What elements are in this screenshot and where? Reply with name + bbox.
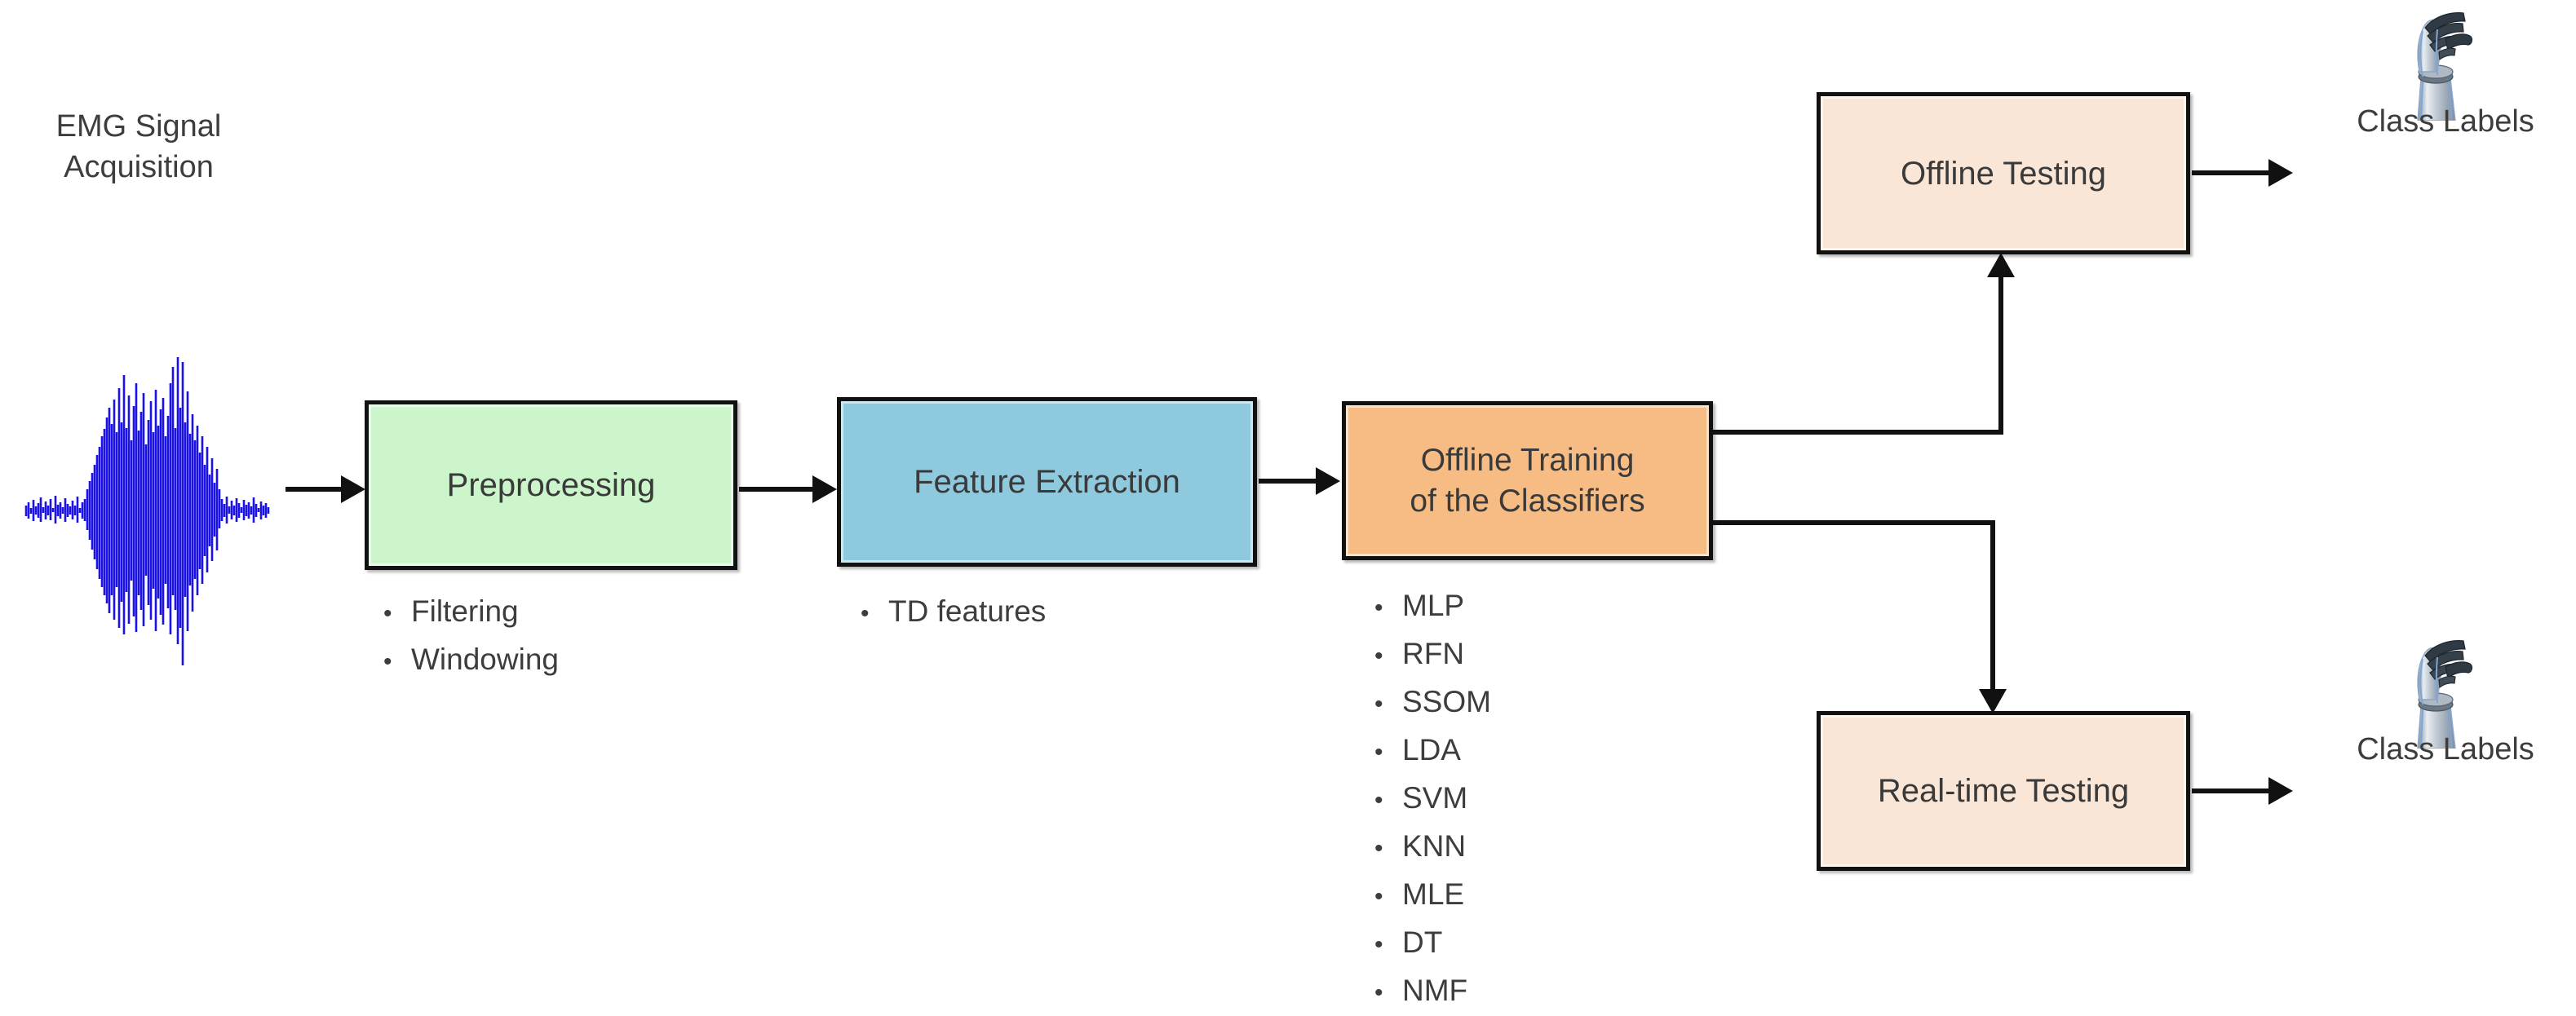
- prosthetic-hand-icon: [2380, 634, 2503, 749]
- stage-box-offline-testing[interactable]: Offline Testing: [1817, 92, 2190, 254]
- connector-realtime-testing-to-class-labels: [2192, 789, 2273, 793]
- bullet-label: Filtering: [411, 594, 519, 628]
- class-labels-text-realtime: Class Labels: [2357, 732, 2534, 766]
- list-item: • NMF: [1374, 968, 1701, 1016]
- list-item: • TD features: [861, 589, 1236, 637]
- connector-training-to-realtime-testing-horizontal: [1711, 520, 1995, 525]
- bullet-glyph: •: [861, 600, 870, 627]
- arrowhead-to-preprocessing: [341, 475, 365, 503]
- stage-label-feature-extraction: Feature Extraction: [841, 401, 1253, 563]
- bullet-glyph: •: [1374, 979, 1383, 1006]
- stage-box-offline-training[interactable]: Offline Training of the Classifiers: [1342, 401, 1713, 560]
- connector-preprocessing-to-feature-extraction: [739, 487, 817, 492]
- arrowhead-offline-class-labels: [2268, 159, 2293, 187]
- list-item: • MLP: [1374, 583, 1701, 631]
- stage-label-preprocessing: Preprocessing: [369, 404, 733, 566]
- stage-label-offline-testing: Offline Testing: [1821, 96, 2186, 250]
- bullet-label: DT: [1402, 925, 1443, 959]
- connector-training-to-realtime-testing-vertical: [1990, 520, 1995, 696]
- emg-waveform-icon: [23, 351, 276, 669]
- bullet-label: MLE: [1402, 877, 1465, 911]
- bullet-list-preprocessing: • Filtering • Windowing: [383, 589, 734, 685]
- connector-offline-testing-to-class-labels: [2192, 170, 2273, 175]
- connector-acquisition-to-preprocessing: [285, 487, 344, 492]
- bullet-glyph: •: [1374, 787, 1383, 814]
- connector-feature-extraction-to-offline-training: [1259, 479, 1319, 484]
- bullet-label: NMF: [1402, 974, 1468, 1007]
- bullet-glyph: •: [1374, 931, 1383, 958]
- bullet-list-feature-extraction: • TD features: [861, 589, 1236, 637]
- bullet-label: TD features: [888, 594, 1047, 628]
- stage-label-realtime-testing: Real-time Testing: [1821, 715, 2186, 867]
- arrowhead-to-realtime-testing: [1979, 689, 2007, 713]
- arrowhead-to-offline-training: [1316, 467, 1340, 495]
- bullet-label: RFN: [1402, 637, 1465, 670]
- bullet-list-classifiers: • MLP • RFN • SSOM • LDA • SVM • KNN • M…: [1374, 583, 1701, 1016]
- class-labels-text-offline: Class Labels: [2357, 104, 2534, 139]
- list-item: • DT: [1374, 920, 1701, 968]
- bullet-label: SVM: [1402, 781, 1468, 815]
- stage-box-feature-extraction[interactable]: Feature Extraction: [837, 397, 1257, 567]
- bullet-glyph: •: [1374, 594, 1383, 621]
- list-item: • LDA: [1374, 727, 1701, 775]
- bullet-glyph: •: [1374, 835, 1383, 862]
- list-item: • SSOM: [1374, 679, 1701, 727]
- connector-training-to-offline-testing-horizontal: [1711, 430, 2003, 435]
- bullet-label: Windowing: [411, 643, 559, 676]
- list-item: • RFN: [1374, 631, 1701, 679]
- list-item: • SVM: [1374, 775, 1701, 824]
- stage-box-realtime-testing[interactable]: Real-time Testing: [1817, 711, 2190, 871]
- connector-training-to-offline-testing-vertical: [1998, 273, 2003, 435]
- list-item: • KNN: [1374, 824, 1701, 872]
- bullet-label: KNN: [1402, 829, 1467, 863]
- bullet-glyph: •: [1374, 883, 1383, 910]
- arrowhead-to-feature-extraction: [812, 475, 837, 503]
- list-item: • Windowing: [383, 637, 734, 685]
- emg-acquisition-label: EMG Signal Acquisition: [55, 109, 222, 184]
- bullet-label: LDA: [1402, 733, 1461, 766]
- arrowhead-realtime-class-labels: [2268, 777, 2293, 805]
- bullet-glyph: •: [383, 648, 392, 675]
- bullet-glyph: •: [1374, 739, 1383, 766]
- bullet-label: SSOM: [1402, 685, 1491, 718]
- stage-box-preprocessing[interactable]: Preprocessing: [365, 400, 737, 570]
- stage-label-offline-training: Offline Training of the Classifiers: [1346, 405, 1709, 556]
- bullet-glyph: •: [383, 600, 392, 627]
- arrowhead-to-offline-testing: [1987, 253, 2015, 277]
- list-item: • MLE: [1374, 872, 1701, 920]
- bullet-glyph: •: [1374, 643, 1383, 669]
- bullet-glyph: •: [1374, 691, 1383, 718]
- prosthetic-hand-icon: [2380, 7, 2503, 121]
- list-item: • Filtering: [383, 589, 734, 637]
- bullet-label: MLP: [1402, 589, 1465, 622]
